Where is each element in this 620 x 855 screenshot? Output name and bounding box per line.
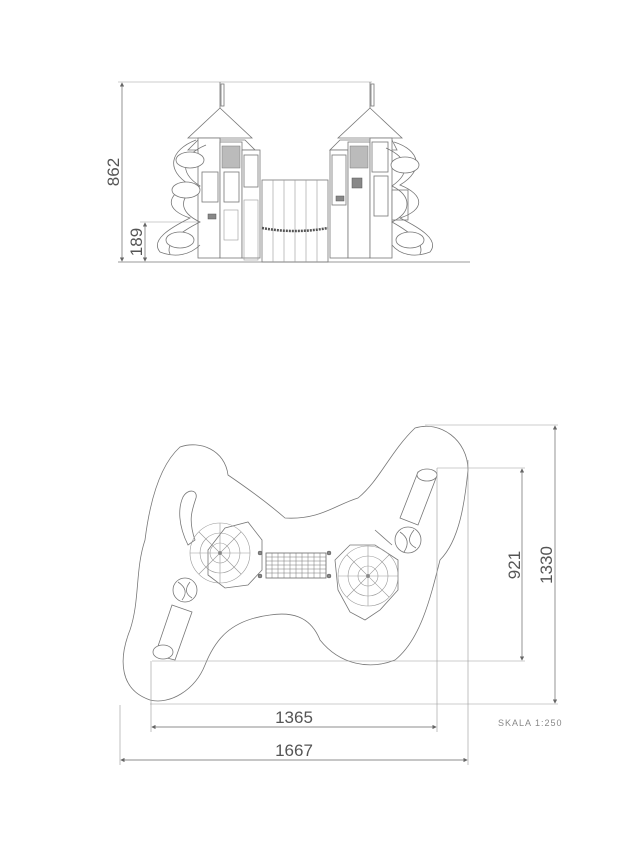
- depth-total-label: 1330: [537, 546, 556, 584]
- height-total-label: 862: [104, 158, 123, 186]
- left-tower: [157, 82, 261, 261]
- right-tower-plan: [334, 544, 399, 621]
- width-equipment-label: 1365: [275, 708, 313, 727]
- right-tower: [329, 82, 433, 259]
- height-platform-label: 189: [127, 228, 146, 256]
- safety-zone-outline: [122, 426, 469, 702]
- bridge: [261, 179, 329, 263]
- depth-equipment-label: 921: [505, 551, 524, 579]
- left-tower-plan: [189, 521, 263, 589]
- width-total-label: 1667: [275, 741, 313, 760]
- plan-view: 921 1330 1365 1667 SKALA 1:250: [119, 424, 563, 765]
- right-tube-slide: [374, 468, 438, 554]
- elevation-view: 862 189: [104, 81, 470, 263]
- net-bridge-plan: [257, 550, 332, 579]
- left-tube-slide: [152, 577, 198, 661]
- scale-label: SKALA 1:250: [498, 718, 563, 728]
